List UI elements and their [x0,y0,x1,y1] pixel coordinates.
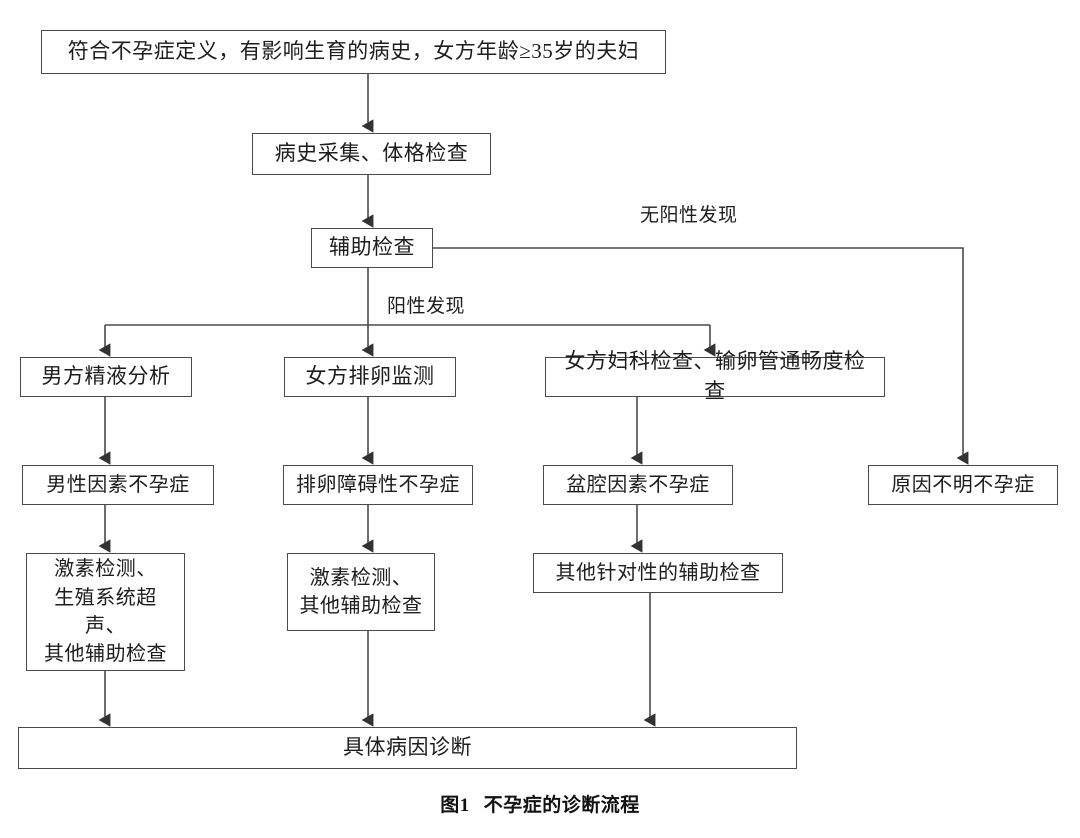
node-label-unexplained-infertility: 原因不明不孕症 [891,473,1035,496]
node-label-male-factor-infertility: 男性因素不孕症 [46,473,190,496]
figure-caption: 图1 不孕症的诊断流程 [0,790,1080,817]
edge-label-positive-findings: 阳性发现 [387,296,466,317]
node-unexplained-infertility[interactable]: 原因不明不孕症 [868,465,1058,505]
figure-caption-text: 不孕症的诊断流程 [483,795,640,816]
node-label-pelvic-factor-infertility: 盆腔因素不孕症 [566,473,710,496]
node-pelvic-followup-tests[interactable]: 其他针对性的辅助检查 [533,553,783,593]
node-male-semen-analysis[interactable]: 男方精液分析 [20,357,192,397]
node-ovulatory-disorder-infertility[interactable]: 排卵障碍性不孕症 [283,465,473,505]
node-female-gyn-tubal-exam[interactable]: 女方妇科检查、输卵管通畅度检查 [545,349,885,403]
node-specific-etiology-diagnosis[interactable]: 具体病因诊断 [18,727,797,769]
node-ovulation-followup-tests[interactable]: 激素检测、 其他辅助检查 [287,553,435,631]
node-label-ovulation-followup-tests: 激素检测、 其他辅助检查 [299,566,423,617]
node-male-followup-tests[interactable]: 激素检测、 生殖系统超声、 其他辅助检查 [26,553,185,671]
node-label-specific-etiology-diagnosis: 具体病因诊断 [343,735,472,760]
node-history-exam[interactable]: 病史采集、体格检查 [252,133,491,175]
node-female-ovulation-monitoring[interactable]: 女方排卵监测 [284,357,456,397]
node-label-eligibility: 符合不孕症定义，有影响生育的病史，女方年龄≥35岁的夫妇 [67,39,640,64]
node-label-auxiliary-exam: 辅助检查 [329,235,415,260]
node-label-history-exam: 病史采集、体格检查 [274,141,469,166]
node-label-female-gyn-tubal-exam: 女方妇科检查、输卵管通畅度检查 [564,349,866,403]
node-male-factor-infertility[interactable]: 男性因素不孕症 [22,465,214,505]
node-auxiliary-exam[interactable]: 辅助检查 [311,228,433,268]
node-eligibility[interactable]: 符合不孕症定义，有影响生育的病史，女方年龄≥35岁的夫妇 [41,30,666,74]
node-label-pelvic-followup-tests: 其他针对性的辅助检查 [555,561,761,584]
node-label-female-ovulation-monitoring: 女方排卵监测 [305,364,435,389]
edge-label-no-positive-findings: 无阳性发现 [640,205,738,226]
figure-caption-number: 图1 [440,795,470,816]
node-label-male-followup-tests: 激素检测、 生殖系统超声、 其他辅助检查 [44,558,167,666]
node-label-male-semen-analysis: 男方精液分析 [41,364,171,389]
node-pelvic-factor-infertility[interactable]: 盆腔因素不孕症 [543,465,733,505]
node-label-ovulatory-disorder-infertility: 排卵障碍性不孕症 [296,473,460,496]
